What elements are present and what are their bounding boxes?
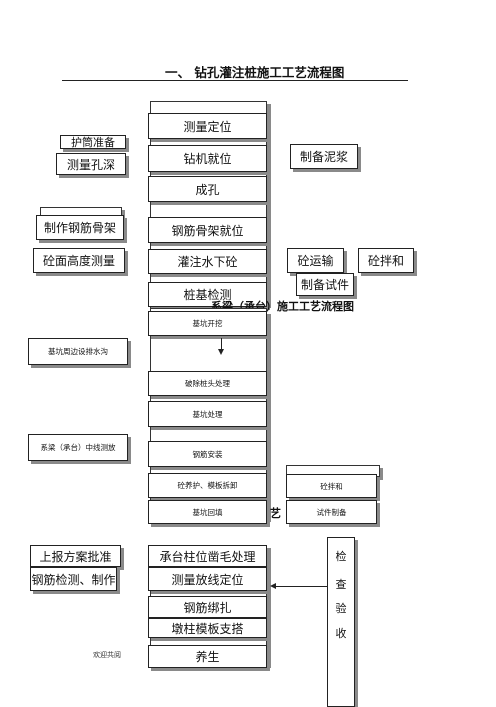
item-drainage-ditch: 基坑周边设排水沟 bbox=[28, 338, 128, 365]
step-pit-treatment: 基坑处理 bbox=[148, 401, 267, 427]
item-hole-depth: 测量孔深 bbox=[56, 153, 126, 175]
item-centerline-layout: 系梁（承台）中线测放 bbox=[28, 434, 128, 461]
step-boring: 成孔 bbox=[148, 176, 267, 202]
item-mud-prep: 制备泥浆 bbox=[290, 144, 358, 169]
step-pier-formwork: 墩柱模板支搭 bbox=[148, 618, 267, 638]
section1-title: 一、 钻孔灌注桩施工工艺流程图 bbox=[165, 65, 345, 80]
item-concrete-mixing: 砼拌和 bbox=[358, 248, 414, 273]
item-rebar-inspection: 钢筋检测、制作 bbox=[30, 567, 117, 591]
step-layout-positioning: 测量放线定位 bbox=[148, 567, 267, 591]
step-backfill: 基坑回填 bbox=[148, 500, 267, 524]
item-concrete-transport: 砼运输 bbox=[287, 248, 344, 273]
step-rebar-tying: 钢筋绑扎 bbox=[148, 596, 267, 618]
flow-arrow bbox=[218, 349, 224, 355]
inspection-char: 检 bbox=[335, 550, 347, 563]
inspection-connector bbox=[275, 586, 327, 587]
step-curing-formwork-removal: 砼养护、模板拆卸 bbox=[148, 473, 267, 498]
step-survey-positioning: 测量定位 bbox=[148, 113, 267, 139]
inspection-char: 查 bbox=[335, 578, 347, 591]
inspection-char: 验 bbox=[335, 602, 347, 615]
item-plan-approval: 上报方案批准 bbox=[30, 545, 121, 567]
item-concrete-level: 砼面高度测量 bbox=[33, 248, 125, 273]
item-specimen-prep: 制备试件 bbox=[296, 273, 354, 296]
column-shadow bbox=[267, 104, 271, 308]
step-underwater-concrete: 灌注水下砼 bbox=[148, 249, 267, 274]
step-cage-placement: 钢筋骨架就位 bbox=[148, 217, 267, 243]
column-shadow bbox=[267, 314, 271, 522]
inspection-arrow bbox=[270, 583, 276, 589]
step-rig-positioning: 钻机就位 bbox=[148, 145, 267, 172]
inspection-acceptance-box: 检 查 验 收 bbox=[327, 537, 355, 707]
title-rule bbox=[62, 80, 408, 81]
item-casing-prep: 护筒准备 bbox=[60, 135, 126, 149]
step-column-roughening: 承台柱位凿毛处理 bbox=[148, 545, 267, 567]
step-curing: 养生 bbox=[148, 645, 267, 668]
step-pit-excavation: 基坑开挖 bbox=[148, 311, 267, 336]
step-rebar-installation: 钢筋安装 bbox=[148, 441, 267, 467]
item-specimen-prep-2: 试件制备 bbox=[286, 500, 377, 524]
step-pile-testing: 桩基检测 bbox=[148, 282, 267, 307]
step-pile-head-removal: 破除桩头处理 bbox=[148, 371, 267, 396]
column-shadow bbox=[267, 548, 271, 668]
flow-connector bbox=[221, 338, 222, 350]
section3-title-fragment: 艺 bbox=[270, 507, 281, 520]
footer-text: 欢迎共阅 bbox=[93, 651, 121, 659]
item-concrete-mixing-2: 砼拌和 bbox=[286, 474, 377, 498]
item-cage-fabrication: 制作钢筋骨架 bbox=[36, 215, 124, 240]
inspection-char: 收 bbox=[335, 627, 347, 640]
